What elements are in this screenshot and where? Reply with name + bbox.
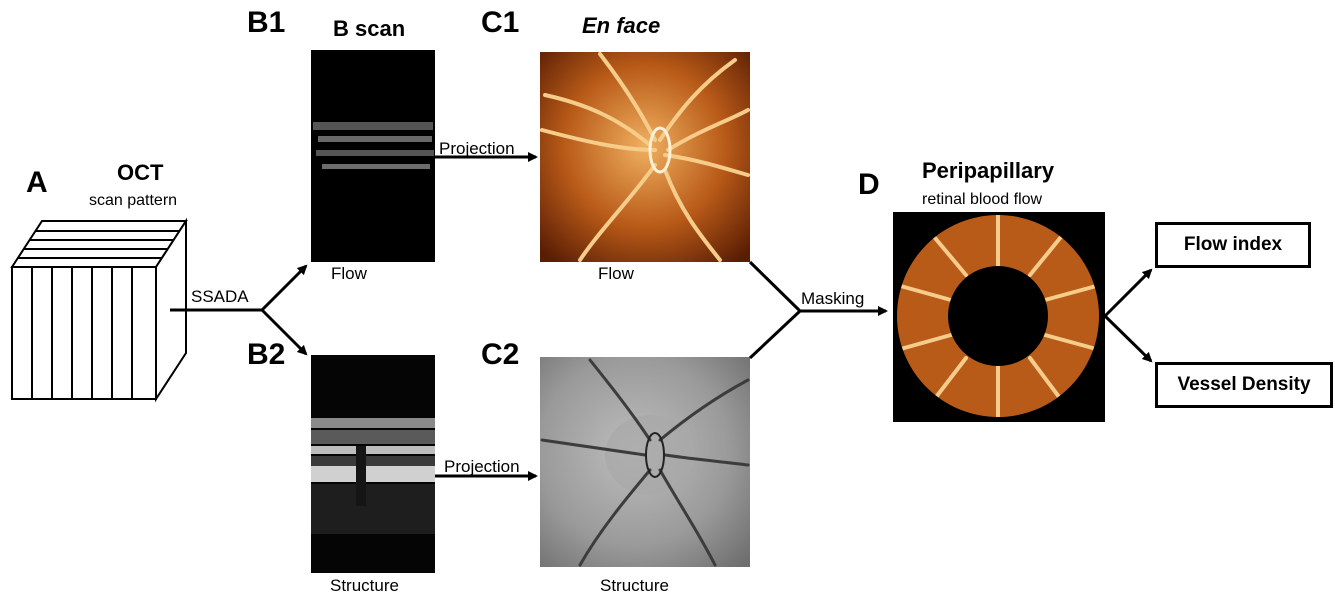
b-scan-structure-image <box>311 355 435 573</box>
arrow-to-b2 <box>262 310 306 354</box>
cube-front-face <box>12 267 156 399</box>
arrow-to-b1 <box>262 266 306 310</box>
b-scan-flow-image <box>311 50 435 262</box>
peripapillary-ring-image <box>893 212 1105 422</box>
arrow-to-vessel-density <box>1105 316 1151 361</box>
oct-scan-cube <box>12 221 186 399</box>
en-face-structure-image <box>540 357 750 567</box>
merge-line-bottom <box>750 311 800 358</box>
en-face-flow-image <box>540 52 750 262</box>
arrow-to-flow-index <box>1105 270 1151 316</box>
merge-line-top <box>750 262 800 311</box>
